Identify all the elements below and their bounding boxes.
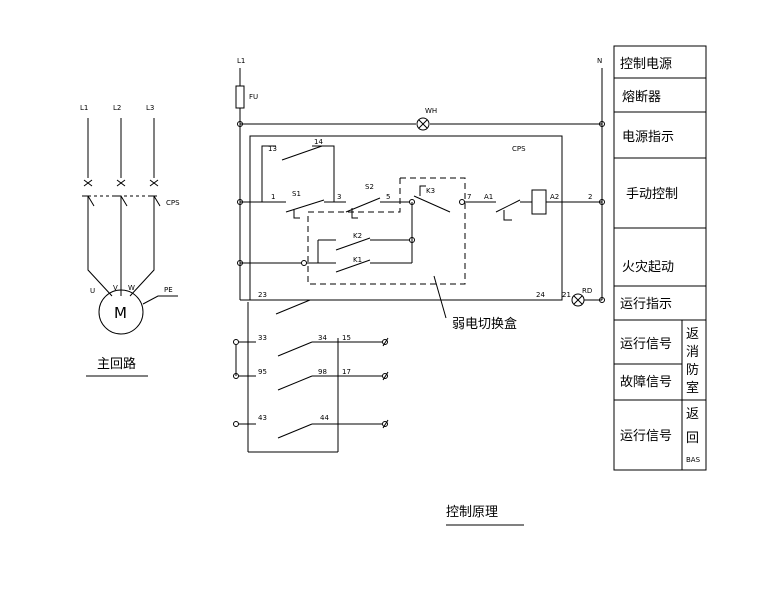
pe-label: PE (164, 286, 173, 294)
legend-fire-room-3: 防 (686, 362, 699, 378)
cps-label: CPS (512, 145, 526, 153)
legend-manual-control: 手动控制 (626, 187, 678, 202)
main-circuit-caption: 主回路 (97, 356, 136, 372)
node-33: 33 (258, 334, 267, 342)
legend-bas-2: 回 (686, 431, 699, 446)
control-circuit: L1 N FU WH CPS 13 14 1 S1 3 (233, 57, 605, 526)
node-98: 98 (318, 368, 327, 376)
weak-switch-box (307, 177, 466, 285)
node-15: 15 (342, 334, 351, 342)
weak-box-caption: 弱电切换盒 (452, 316, 517, 332)
node-2: 2 (588, 193, 592, 201)
legend-bas-run-signal: 运行信号 (620, 429, 672, 444)
node-14: 14 (314, 138, 323, 146)
n-label: N (597, 57, 602, 65)
node-95: 95 (258, 368, 267, 376)
phase-label-l3: L3 (146, 104, 154, 112)
fuse-symbol (235, 85, 245, 109)
legend-fire-room-2: 消 (686, 345, 699, 360)
node-24: 24 (536, 291, 545, 299)
legend-run-signal: 运行信号 (620, 337, 672, 352)
l1-label: L1 (237, 57, 245, 65)
main-circuit: L1 L2 L3 CPS U V W M PE 主回路 (80, 104, 180, 377)
switch-s1: S1 (292, 190, 301, 198)
breaker-contacts (82, 179, 161, 208)
control-caption: 控制原理 (446, 505, 498, 520)
run-lamp-label: RD (582, 287, 592, 295)
node-23: 23 (258, 291, 267, 299)
legend-fuse: 熔断器 (622, 90, 661, 105)
motor-letter: M (114, 304, 127, 322)
terminal-v: V (113, 284, 118, 292)
contact-k3: K3 (426, 187, 435, 195)
legend-fault-signal: 故障信号 (620, 375, 672, 390)
node-1: 1 (271, 193, 275, 201)
relay-k1: K1 (353, 256, 362, 264)
breaker-label: CPS (166, 199, 180, 207)
node-34: 34 (318, 334, 327, 342)
node-3: 3 (337, 193, 341, 201)
node-21: 21 (562, 291, 571, 299)
legend-bas-tag: BAS (686, 456, 701, 464)
terminal-w: W (128, 284, 135, 292)
switch-s2: S2 (365, 183, 374, 191)
legend-run-indicator: 运行指示 (620, 297, 672, 312)
fuse-label: FU (249, 93, 258, 101)
node-5: 5 (386, 193, 390, 201)
motor-symbol (98, 289, 144, 335)
legend-table: 控制电源 熔断器 电源指示 手动控制 火灾起动 运行指示 运行信号 故障信号 返… (613, 45, 707, 471)
legend-fire-start: 火灾起动 (622, 259, 674, 275)
phase-label-l1: L1 (80, 104, 88, 112)
coil-a1: A1 (484, 193, 493, 201)
cps-coil (531, 189, 547, 215)
power-lamp (416, 117, 430, 131)
power-lamp-label: WH (425, 107, 437, 115)
legend-bas-1: 返 (686, 407, 699, 422)
node-13: 13 (268, 145, 277, 153)
legend-fire-room-1: 返 (686, 327, 699, 342)
node-43: 43 (258, 414, 267, 422)
phase-label-l2: L2 (113, 104, 121, 112)
terminal-u: U (90, 287, 95, 295)
node-17: 17 (342, 368, 351, 376)
relay-k2: K2 (353, 232, 362, 240)
node-44: 44 (320, 414, 329, 422)
legend-fire-room-4: 室 (686, 380, 699, 396)
legend-control-power: 控制电源 (620, 57, 672, 72)
legend-power-indicator: 电源指示 (622, 130, 674, 145)
node-7: 7 (467, 193, 471, 201)
coil-a2: A2 (550, 193, 559, 201)
